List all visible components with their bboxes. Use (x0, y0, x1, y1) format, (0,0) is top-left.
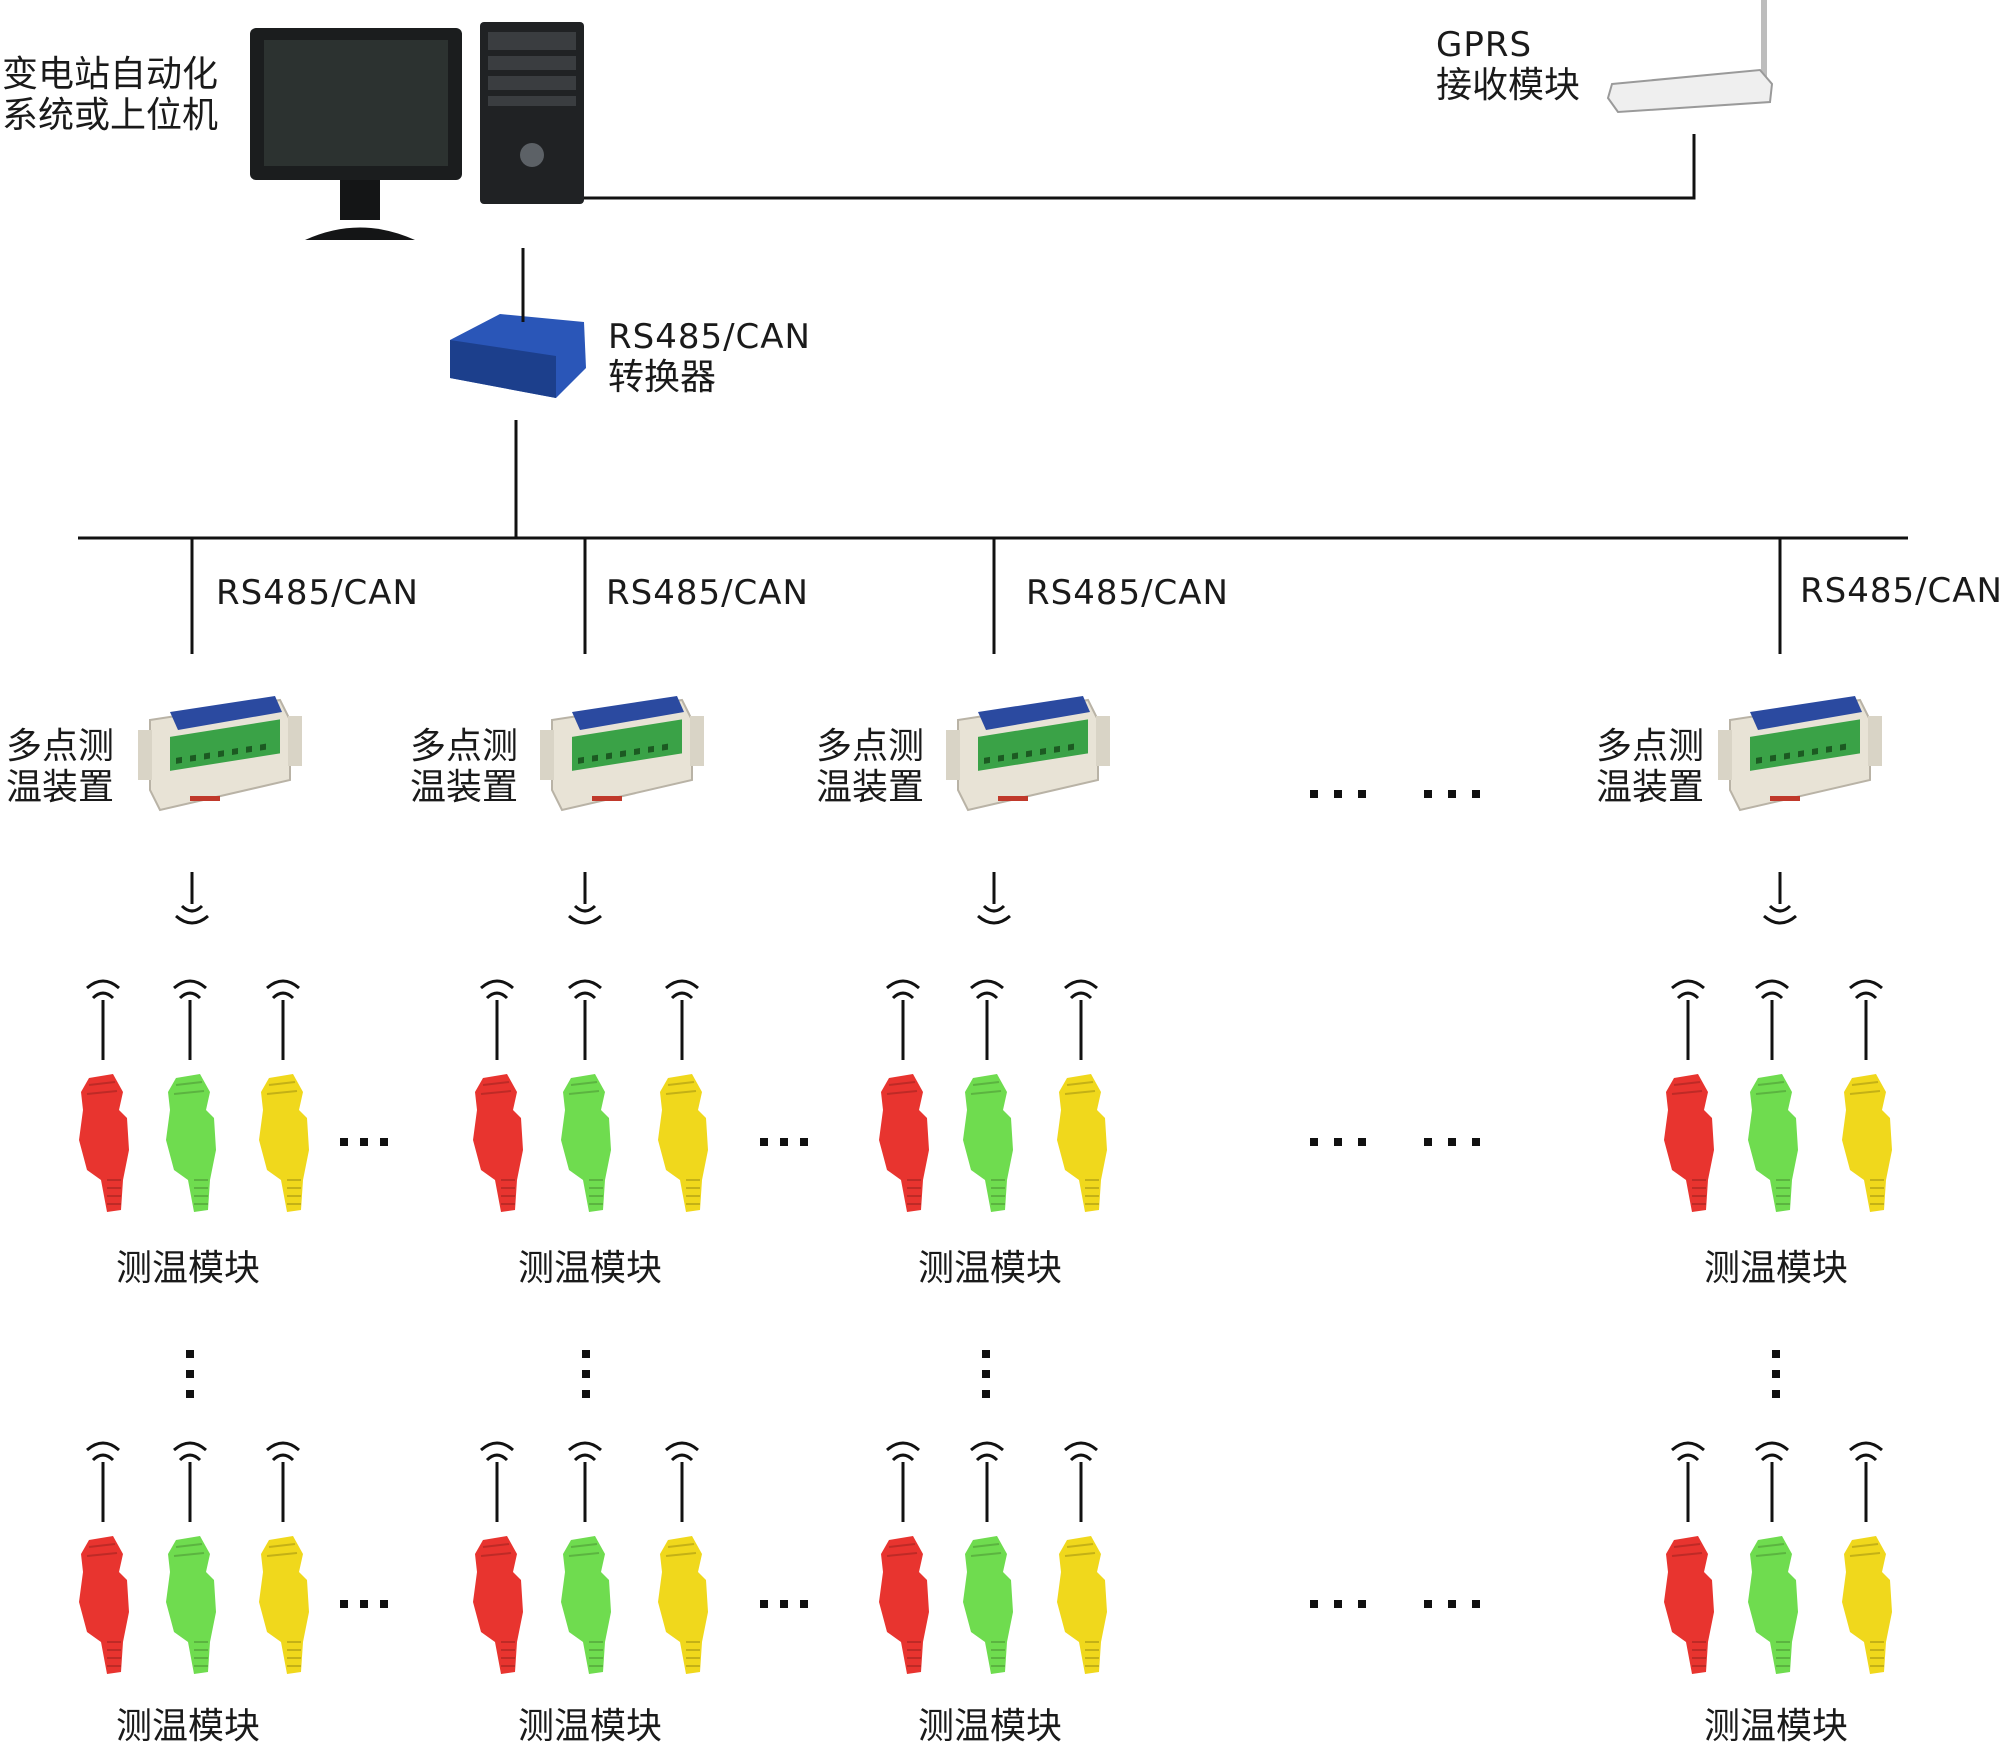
device-label-line1: 多点测 (410, 726, 519, 767)
sensor-clip-icon (657, 1073, 709, 1213)
sensor-clip-icon (1663, 1073, 1715, 1213)
sensor-clip-icon (1747, 1073, 1799, 1213)
module-label: 测温模块 (1704, 1248, 1849, 1289)
host-label-line1: 变电站自动化 (2, 54, 219, 95)
module-label: 测温模块 (918, 1248, 1063, 1289)
bus-label: RS485/CAN (606, 573, 809, 613)
converter-box-icon (450, 314, 586, 398)
module-label: 测温模块 (116, 1248, 261, 1289)
bus-label: RS485/CAN (216, 573, 419, 613)
sensor-clip-icon (78, 1535, 130, 1675)
pc-tower-icon (480, 22, 584, 204)
router-icon (1606, 0, 1774, 114)
sensor-clip-icon (165, 1073, 217, 1213)
module-label: 测温模块 (518, 1706, 663, 1747)
sensor-clip-icon (472, 1073, 524, 1213)
sensor-clip-icon (878, 1073, 930, 1213)
device-label: 多点测 温装置 (1596, 726, 1704, 809)
sensor-clip-icon (1056, 1073, 1108, 1213)
temperature-device-icon (945, 695, 1111, 811)
sensor-clip-icon (1841, 1535, 1893, 1675)
gprs-label: GPRS 接收模块 (1436, 25, 1581, 107)
device-label-line2: 温装置 (816, 767, 925, 809)
converter-label-line1: RS485/CAN (608, 317, 811, 357)
device-label-line2: 温装置 (1596, 767, 1705, 809)
bus-label: RS485/CAN (1026, 573, 1229, 613)
wireless-icon (976, 870, 1012, 925)
connection-lines (78, 134, 1908, 654)
device-label-line1: 多点测 (1596, 726, 1705, 767)
device-label-line1: 多点测 (6, 726, 115, 767)
converter-label-line2: 转换器 (608, 357, 717, 399)
device-label-line2: 温装置 (410, 767, 519, 809)
sensor-clips-row2 (78, 1535, 1893, 1675)
wireless-icon (174, 870, 210, 925)
sensor-clip-icon (657, 1535, 709, 1675)
gprs-label-line1: GPRS (1436, 25, 1533, 65)
sensor-clip-icon (1841, 1073, 1893, 1213)
wireless-icon (1762, 870, 1798, 925)
sensor-clip-icon (962, 1535, 1014, 1675)
module-label: 测温模块 (1704, 1706, 1849, 1747)
sensor-clips-row1 (78, 1073, 1893, 1213)
module-label: 测温模块 (918, 1706, 1063, 1747)
sensor-clip-icon (1747, 1535, 1799, 1675)
sensor-clip-icon (258, 1535, 310, 1675)
sensor-clip-icon (258, 1073, 310, 1213)
sensor-clip-icon (472, 1535, 524, 1675)
temperature-device-icon (1717, 695, 1883, 811)
module-label: 测温模块 (518, 1248, 663, 1289)
module-label: 测温模块 (116, 1706, 261, 1747)
device-label: 多点测 温装置 (6, 726, 114, 809)
host-label: 变电站自动化 系统或上位机 (2, 54, 218, 137)
converter-label: RS485/CAN 转换器 (608, 317, 811, 399)
sensor-clip-icon (78, 1073, 130, 1213)
device-label: 多点测 温装置 (410, 726, 518, 809)
temperature-device-icon (137, 695, 303, 811)
bus-label: RS485/CAN (1800, 571, 2000, 611)
device-label-line1: 多点测 (816, 726, 925, 767)
wireless-icon (567, 870, 603, 925)
sensor-clip-icon (878, 1535, 930, 1675)
sensor-clip-icon (165, 1535, 217, 1675)
sensor-clip-icon (1056, 1535, 1108, 1675)
gprs-label-line2: 接收模块 (1436, 65, 1581, 107)
temperature-device-icon (539, 695, 705, 811)
host-label-line2: 系统或上位机 (2, 95, 219, 137)
sensor-antennas-row1 (85, 979, 1884, 1062)
sensor-clip-icon (962, 1073, 1014, 1213)
ellipsis-markers (186, 790, 1780, 1608)
sensor-clip-icon (560, 1535, 612, 1675)
sensor-antennas-row2 (85, 1441, 1884, 1524)
sensor-clip-icon (560, 1073, 612, 1213)
monitor-icon (250, 28, 462, 240)
sensor-clip-icon (1663, 1535, 1715, 1675)
device-label: 多点测 温装置 (816, 726, 924, 809)
device-label-line2: 温装置 (6, 767, 115, 809)
